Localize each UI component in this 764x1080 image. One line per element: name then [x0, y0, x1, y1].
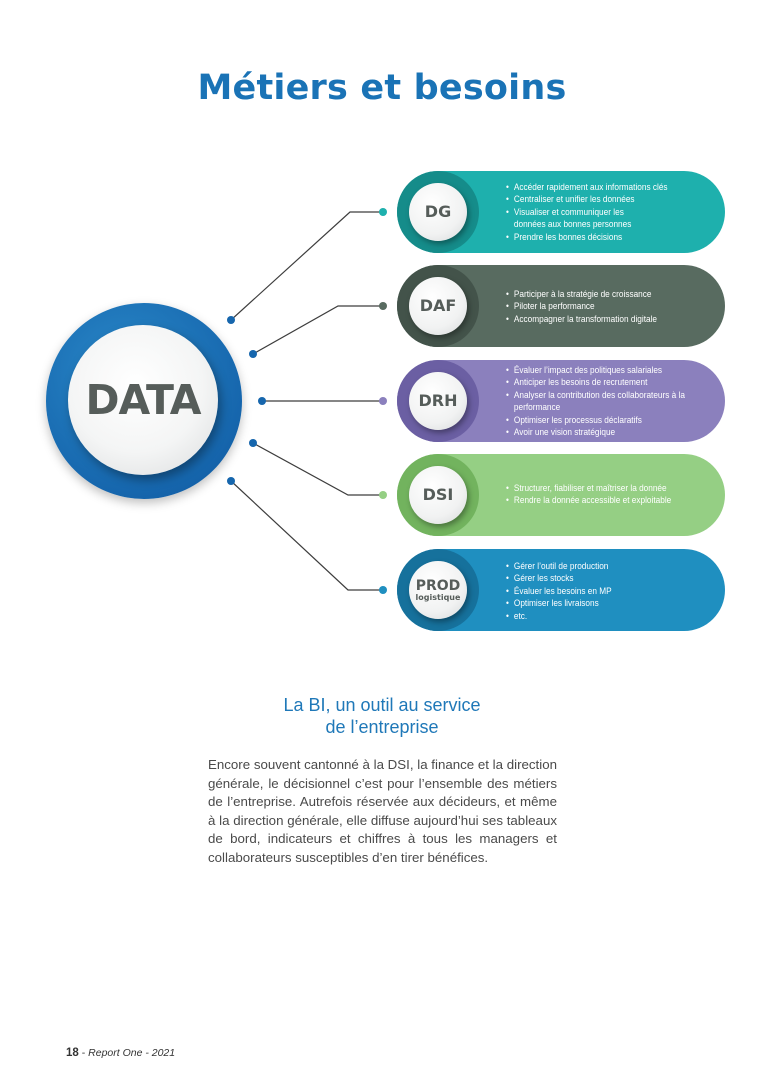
role-label: DRH: [418, 391, 458, 410]
connector-dot: [249, 350, 257, 358]
list-item: Gérer l’outil de production: [506, 560, 717, 573]
list-item: Structurer, fiabiliser et maîtriser la d…: [506, 482, 717, 495]
list-item: Rendre la donnée accessible et exploitab…: [506, 494, 717, 507]
list-item: Anticiper les besoins de recrutement: [506, 376, 717, 389]
list-item: Participer à la stratégie de croissance: [506, 288, 717, 301]
role-needs-daf: Participer à la stratégie de croissance …: [506, 288, 717, 326]
role-needs-dsi: Structurer, fiabiliser et maîtriser la d…: [506, 482, 717, 507]
list-item: Optimiser les processus déclaratifs: [506, 414, 717, 427]
page-footer: 18 - Report One - 2021: [66, 1047, 175, 1059]
connector-dot: [379, 397, 387, 405]
role-badge-prod: PROD logistique: [409, 561, 467, 619]
role-needs-drh: Évaluer l’impact des politiques salarial…: [506, 364, 717, 439]
list-item: Accompagner la transformation digitale: [506, 313, 717, 326]
connector-dg: [230, 211, 383, 321]
footer-reference: Report One - 2021: [88, 1047, 176, 1059]
list-item: Évaluer les besoins en MP: [506, 585, 717, 598]
list-item: Prendre les bonnes décisions: [506, 231, 717, 244]
role-needs-dg: Accéder rapidement aux informations clés…: [506, 181, 717, 243]
list-item: Gérer les stocks: [506, 572, 717, 585]
role-label: DSI: [422, 485, 454, 504]
subtitle-line: de l’entreprise: [325, 717, 439, 737]
page-number: 18: [66, 1047, 79, 1059]
role-label: PROD: [415, 577, 461, 594]
connector-dot: [379, 586, 387, 594]
connector-dot: [379, 302, 387, 310]
role-sublabel: logistique: [415, 592, 461, 602]
role-badge-dg: DG: [409, 183, 467, 241]
connector-dot: [379, 208, 387, 216]
subtitle-line: La BI, un outil au service: [283, 695, 481, 715]
list-item: Évaluer l’impact des politiques salarial…: [506, 364, 717, 377]
data-hub: DATA: [68, 325, 218, 475]
role-needs-prod: Gérer l’outil de production Gérer les st…: [506, 560, 717, 622]
list-item: Accéder rapidement aux informations clés: [506, 181, 717, 194]
connector-dsi: [252, 442, 383, 496]
connector-dot: [227, 316, 235, 324]
role-label: DAF: [419, 296, 457, 315]
role-badge-drh: DRH: [409, 372, 467, 430]
connector-daf: [252, 305, 383, 355]
role-label: DG: [424, 202, 452, 221]
list-item: etc.: [506, 610, 717, 623]
role-badge-dsi: DSI: [409, 466, 467, 524]
list-item: Visualiser et communiquer les données au…: [506, 206, 655, 231]
list-item: Analyser la contribution des collaborate…: [506, 389, 694, 414]
data-hub-label: DATA: [85, 376, 201, 424]
connector-dot: [227, 477, 235, 485]
connector-dot: [249, 439, 257, 447]
list-item: Piloter la performance: [506, 300, 717, 313]
footer-separator: -: [78, 1047, 89, 1059]
list-item: Avoir une vision stratégique: [506, 426, 717, 439]
connector-dot: [379, 491, 387, 499]
list-item: Optimiser les livraisons: [506, 597, 717, 610]
connector-dot: [258, 397, 266, 405]
connector-prod: [230, 480, 383, 591]
body-paragraph: Encore souvent cantonné à la DSI, la fin…: [208, 757, 557, 865]
page-title: Métiers et besoins: [197, 68, 567, 108]
role-badge-daf: DAF: [409, 277, 467, 335]
list-item: Centraliser et unifier les données: [506, 193, 717, 206]
section-subtitle: La BI, un outil au service de l’entrepri…: [0, 694, 764, 738]
